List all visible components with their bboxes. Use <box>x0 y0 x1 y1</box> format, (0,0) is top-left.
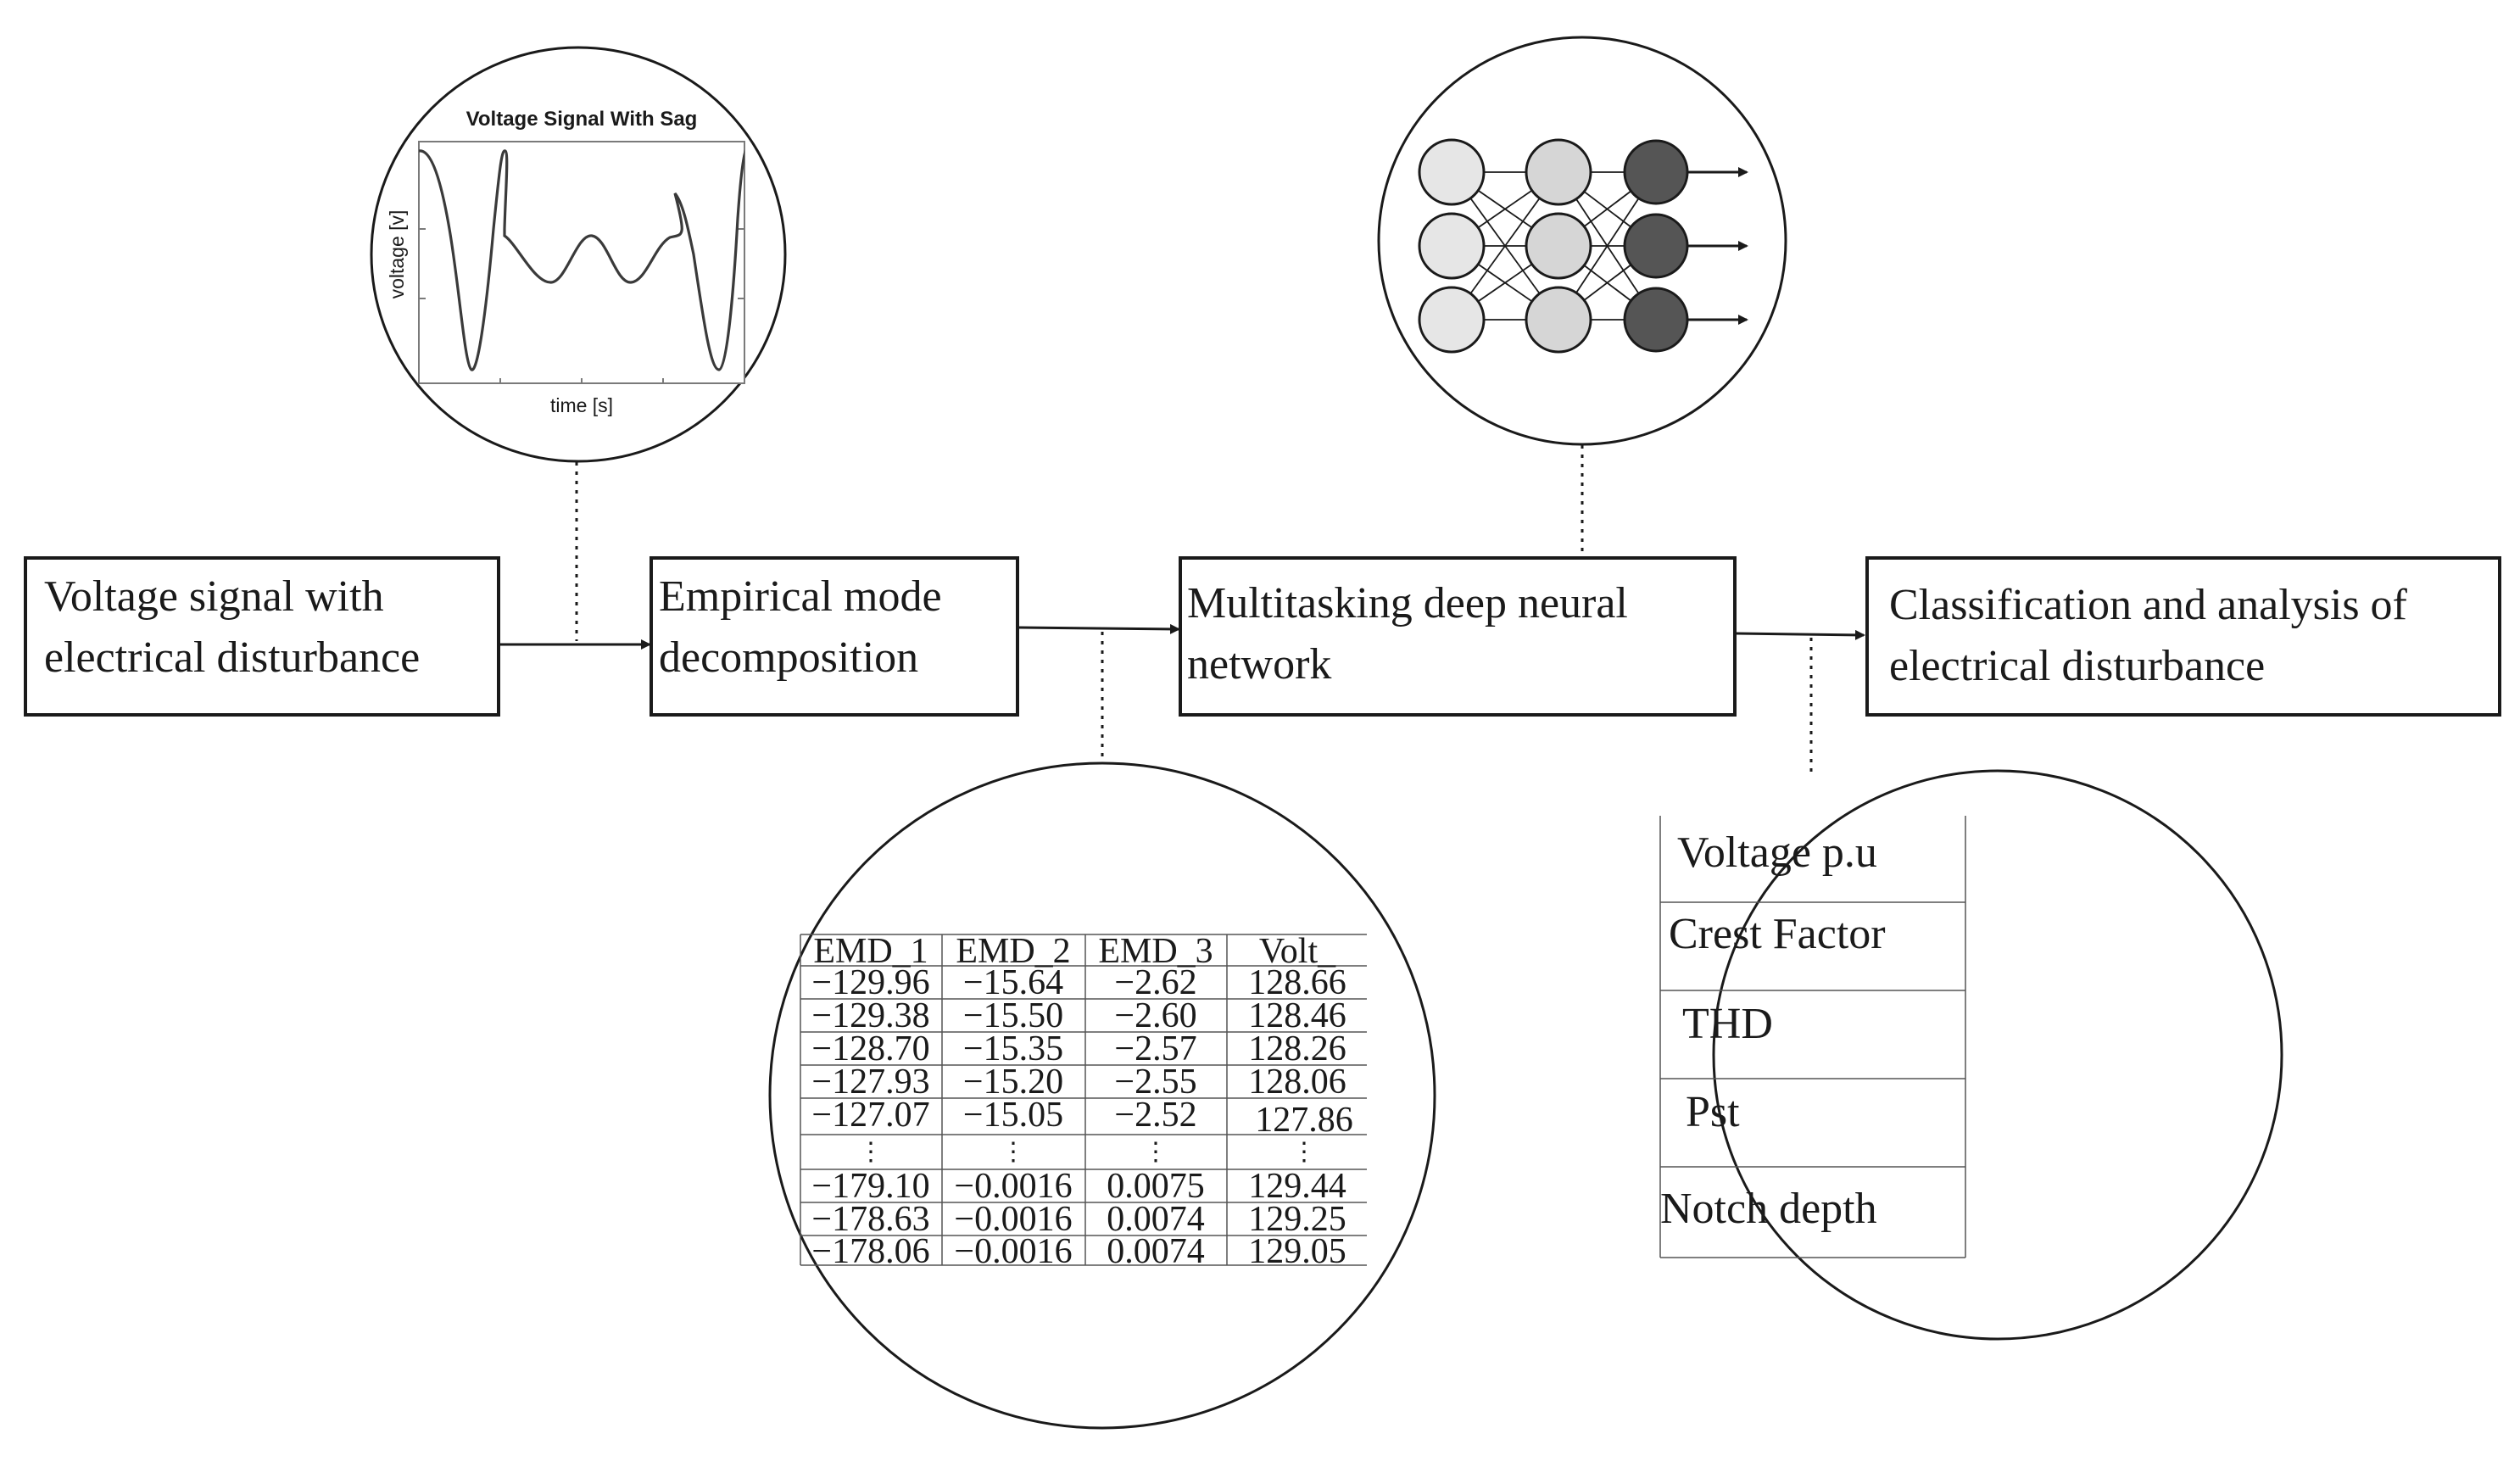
network-output-layer <box>1623 139 1689 353</box>
emd-cell: 128.46 <box>1248 996 1346 1035</box>
emd-cell: 129.05 <box>1248 1232 1346 1271</box>
box-voltage-signal: Voltage signal with electrical disturban… <box>24 556 500 717</box>
emd-ellipsis: ⋮ <box>1001 1138 1026 1166</box>
network-hidden-layer <box>1525 138 1592 354</box>
emd-cell: −128.70 <box>811 1029 929 1068</box>
arrow-emd-to-network <box>1018 623 1180 634</box>
emd-cell: −2.62 <box>1114 963 1196 1002</box>
feature-crest-factor: Crest Factor <box>1669 910 1886 958</box>
emd-cell: −0.0016 <box>954 1232 1072 1271</box>
output-features-circle: Voltage p.u Crest Factor THD Pst Notch d… <box>1659 769 2283 1341</box>
emd-cell: −15.64 <box>963 963 1063 1002</box>
emd-header-3: EMD_3 <box>1098 932 1213 971</box>
emd-header-1: EMD_1 <box>813 932 928 971</box>
signal-plot-circle: Voltage Signal With Sag time [s] voltage… <box>370 46 787 463</box>
box-emd-line1: Empirical mode <box>659 572 942 621</box>
box-emd-line2: decomposition <box>659 633 918 682</box>
box-voltage-signal-line2: electrical disturbance <box>44 633 420 682</box>
feature-thd: THD <box>1682 1000 1773 1048</box>
emd-header-2: EMD_2 <box>956 932 1070 971</box>
emd-cell: 128.06 <box>1248 1063 1346 1102</box>
emd-cell: −179.10 <box>811 1167 929 1206</box>
emd-cell: −2.52 <box>1114 1096 1196 1135</box>
emd-table-grid <box>800 934 1367 1266</box>
emd-cell: −15.50 <box>963 996 1063 1035</box>
emd-cell: −15.20 <box>963 1063 1063 1102</box>
box-classification-line2: electrical disturbance <box>1889 642 2265 690</box>
emd-cell: −0.0016 <box>954 1200 1072 1239</box>
box-multitasking-network: Multitasking deep neural network <box>1179 556 1737 717</box>
signal-plot-frame <box>418 141 745 384</box>
emd-cell: −178.06 <box>811 1232 929 1271</box>
emd-cell: −129.96 <box>811 963 929 1002</box>
box-empirical-mode-decomposition: Empirical mode decomposition <box>650 556 1019 717</box>
emd-cell: −129.38 <box>811 996 929 1035</box>
emd-cell: −15.35 <box>963 1029 1063 1068</box>
emd-cell: −2.55 <box>1114 1063 1196 1102</box>
emd-cell: −127.93 <box>811 1063 929 1102</box>
emd-ellipsis: ⋮ <box>858 1138 884 1166</box>
output-features-table <box>1659 816 1966 1258</box>
emd-table-circle: EMD_1 EMD_2 EMD_3 Volt_ −129.96 −15.64 −… <box>768 761 1436 1430</box>
emd-ellipsis: ⋮ <box>1143 1138 1168 1166</box>
emd-cell: 128.66 <box>1248 963 1346 1002</box>
emd-header-4: Volt_ <box>1259 932 1336 971</box>
emd-cell: 0.0074 <box>1107 1200 1205 1239</box>
feature-pst: Pst <box>1686 1088 1740 1136</box>
arrow-network-to-classification <box>1736 629 1865 640</box>
box-network-line2: network <box>1187 640 1331 689</box>
emd-cell: 129.44 <box>1248 1167 1346 1206</box>
signal-plot-title: Voltage Signal With Sag <box>466 108 698 131</box>
box-voltage-signal-line1: Voltage signal with <box>44 572 384 621</box>
emd-cell: −178.63 <box>811 1200 929 1239</box>
signal-plot-ticks <box>419 228 744 383</box>
feature-notch-depth: Notch depth <box>1660 1185 1877 1233</box>
network-output-arrows <box>1687 167 1748 325</box>
emd-cell: −15.05 <box>963 1096 1063 1135</box>
emd-cell: −0.0016 <box>954 1167 1072 1206</box>
emd-cell: −2.57 <box>1114 1029 1196 1068</box>
box-classification-line1: Classification and analysis of <box>1889 581 2408 629</box>
network-input-layer <box>1418 138 1486 354</box>
feature-voltage-pu: Voltage p.u <box>1677 828 1877 877</box>
emd-cell: 0.0074 <box>1107 1232 1205 1271</box>
emd-cell: −127.07 <box>811 1096 929 1135</box>
emd-table-text: EMD_1 EMD_2 EMD_3 Volt_ −129.96 −15.64 −… <box>811 932 1352 1271</box>
box-network-line1: Multitasking deep neural <box>1187 579 1628 628</box>
neural-network-circle <box>1377 36 1787 446</box>
emd-ellipsis: ⋮ <box>1291 1138 1317 1166</box>
emd-cell: −2.60 <box>1114 996 1196 1035</box>
signal-waveform <box>419 148 744 371</box>
signal-plot-xlabel: time [s] <box>550 394 613 416</box>
signal-plot-ylabel: voltage [v] <box>386 210 408 299</box>
emd-cell: 127.86 <box>1255 1101 1353 1140</box>
box-classification: Classification and analysis of electrica… <box>1865 556 2501 717</box>
emd-cell: 129.25 <box>1248 1200 1346 1239</box>
emd-cell: 0.0075 <box>1107 1167 1205 1206</box>
emd-cell: 128.26 <box>1248 1029 1346 1068</box>
